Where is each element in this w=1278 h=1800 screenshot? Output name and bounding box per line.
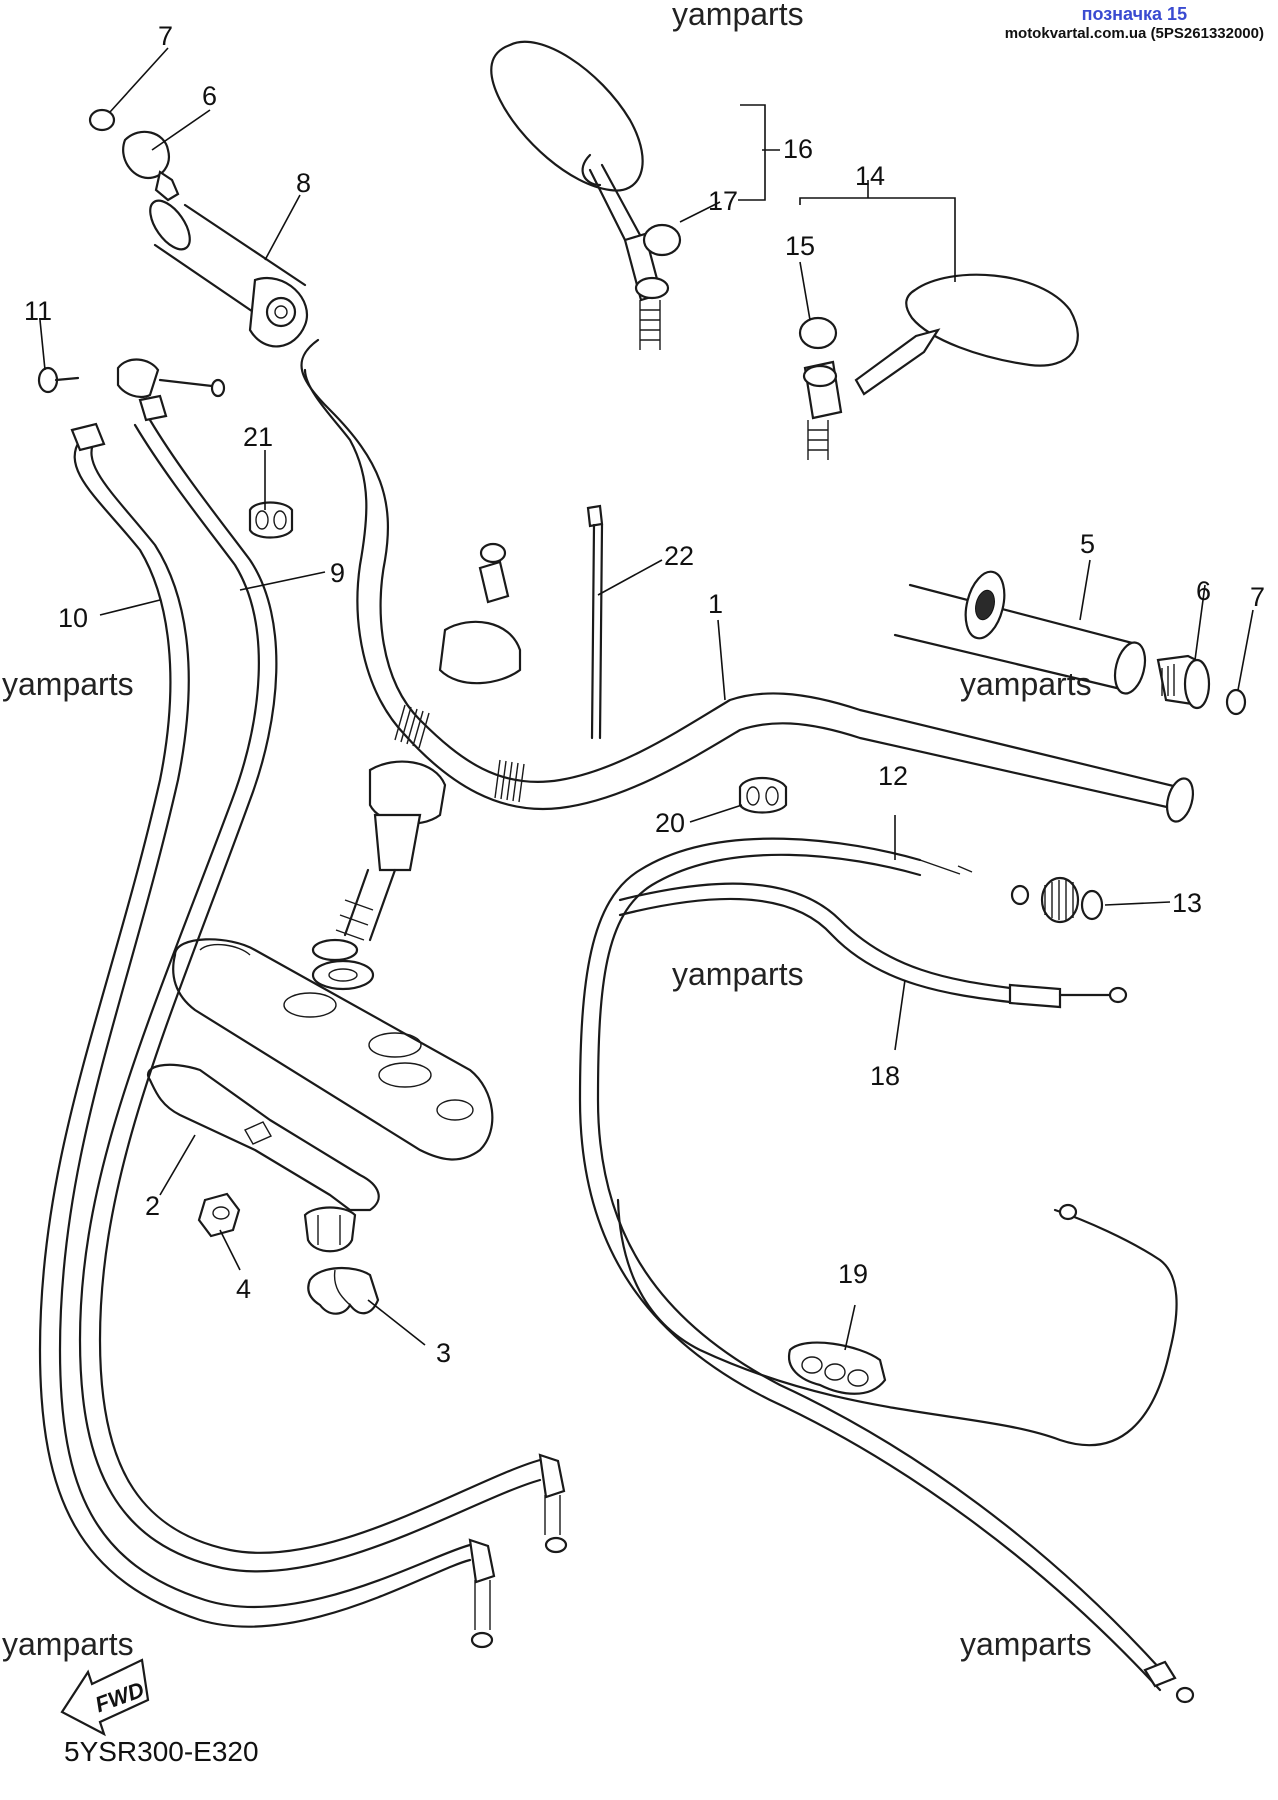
handlebar-holder-lower: [335, 760, 447, 942]
switch-end: [116, 358, 226, 399]
handlebar: [300, 338, 1195, 823]
bar-end-left: [122, 130, 180, 202]
watermark-right: yamparts: [960, 666, 1092, 702]
callout-2[interactable]: 2: [145, 1191, 160, 1221]
throttle-cable-10: [38, 422, 496, 1649]
callout-19[interactable]: 19: [838, 1259, 868, 1289]
mark-label[interactable]: позначка 15: [1081, 4, 1188, 24]
clamp-19: [787, 1341, 887, 1395]
callout-6-right[interactable]: 6: [1196, 576, 1211, 606]
watermark-center: yamparts: [672, 956, 804, 992]
washers: [311, 938, 375, 991]
callout-10[interactable]: 10: [58, 603, 88, 633]
cable-tie: [586, 504, 604, 740]
callout-7-right[interactable]: 7: [1250, 582, 1265, 612]
meter-stay: [147, 1063, 380, 1212]
mirror-left: [490, 40, 670, 350]
diagram-code: 5YSR300-E320: [64, 1736, 259, 1767]
callout-4[interactable]: 4: [236, 1274, 251, 1304]
callout-5[interactable]: 5: [1080, 529, 1095, 559]
callout-18[interactable]: 18: [870, 1061, 900, 1091]
callout-11[interactable]: 11: [24, 296, 52, 326]
callout-8[interactable]: 8: [296, 168, 311, 198]
callout-3[interactable]: 3: [436, 1338, 451, 1368]
bar-end-cap-left: [88, 108, 116, 132]
callout-21[interactable]: 21: [243, 422, 273, 452]
watermark-bottom-left: yamparts: [2, 1626, 134, 1662]
watermark-top: yamparts: [672, 0, 804, 32]
fwd-arrow-icon: FWD: [60, 1658, 150, 1737]
callout-12[interactable]: 12: [878, 761, 908, 791]
callout-14[interactable]: 14: [855, 161, 885, 191]
callout-7-left[interactable]: 7: [158, 21, 173, 51]
cable-18: [616, 882, 1178, 1447]
callout-22[interactable]: 22: [664, 541, 694, 571]
mirror-left-cap: [642, 223, 682, 257]
callout-17[interactable]: 17: [708, 186, 738, 216]
clutch-adjuster: [1040, 876, 1104, 924]
mirror-right-cap: [798, 316, 838, 350]
handlebar-holder-upper: [438, 542, 522, 685]
header: позначка 15 motokvartal.com.ua (5PS26133…: [1005, 4, 1264, 42]
watermark-left: yamparts: [2, 666, 134, 702]
screw-11: [37, 366, 80, 394]
callout-16[interactable]: 16: [783, 134, 813, 164]
right-grip: [893, 570, 1147, 695]
nut: [197, 1192, 241, 1238]
callouts: 7 6 8 11 21 9 10 22 1 5 6 7 12 13 18 19 …: [24, 21, 1265, 1368]
left-grip: [149, 199, 308, 348]
clamp-3: [307, 1266, 380, 1315]
callout-13[interactable]: 13: [1172, 888, 1202, 918]
leader-lines: [39, 47, 1254, 1351]
callout-20[interactable]: 20: [655, 808, 685, 838]
callout-9[interactable]: 9: [330, 558, 345, 588]
callout-1[interactable]: 1: [708, 589, 723, 619]
clamp-21: [248, 501, 294, 539]
source-label: motokvartal.com.ua (5PS261332000): [1004, 25, 1264, 42]
cable-guide: [303, 1206, 357, 1253]
upper-bracket: [172, 938, 494, 1161]
mirror-right: [802, 273, 1079, 460]
bar-end-cap-right: [1225, 688, 1247, 716]
callout-15[interactable]: 15: [785, 231, 815, 261]
callout-6-left[interactable]: 6: [202, 81, 217, 111]
bar-end-right: [1156, 654, 1211, 710]
watermark-bottom-right: yamparts: [960, 1626, 1092, 1662]
clutch-cable-12: [578, 837, 1195, 1704]
throttle-cable-9: [78, 394, 568, 1573]
clamp-20: [738, 776, 788, 814]
